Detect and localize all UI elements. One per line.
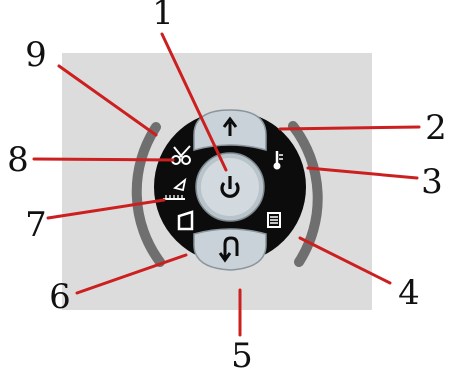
- callout-number-9: 9: [25, 35, 47, 75]
- callout-number-3: 3: [421, 162, 443, 202]
- callout-number-5: 5: [231, 336, 253, 373]
- leader-line-4: [298, 236, 392, 285]
- callout-number-4: 4: [398, 273, 420, 313]
- triangle-icon: [173, 177, 187, 192]
- leader-line-8: [32, 157, 175, 162]
- scissors-icon: [171, 145, 191, 165]
- callout-number-7: 7: [25, 205, 47, 245]
- callout-number-2: 2: [425, 108, 447, 148]
- document-icon: [267, 212, 281, 228]
- thermometer-icon: [273, 151, 283, 170]
- callout-number-8: 8: [7, 140, 29, 180]
- trapezoid-icon: [177, 210, 194, 231]
- leader-line-2: [278, 125, 421, 131]
- callout-number-1: 1: [152, 0, 174, 33]
- return-arrow-icon: [218, 236, 239, 263]
- leader-line-9: [57, 64, 158, 137]
- leader-line-1: [160, 32, 228, 172]
- ruler-icon: [163, 195, 185, 200]
- right-arc-indicator: [288, 121, 323, 267]
- left-arc-indicator: [131, 122, 165, 267]
- leader-line-3: [306, 166, 419, 180]
- arrow-up-icon: [222, 116, 238, 136]
- leader-line-7: [46, 198, 166, 220]
- callout-number-6: 6: [49, 277, 71, 317]
- power-icon: [220, 176, 240, 198]
- leader-line-6: [75, 253, 188, 295]
- leader-lines: [32, 32, 421, 337]
- return-button[interactable]: [193, 228, 267, 271]
